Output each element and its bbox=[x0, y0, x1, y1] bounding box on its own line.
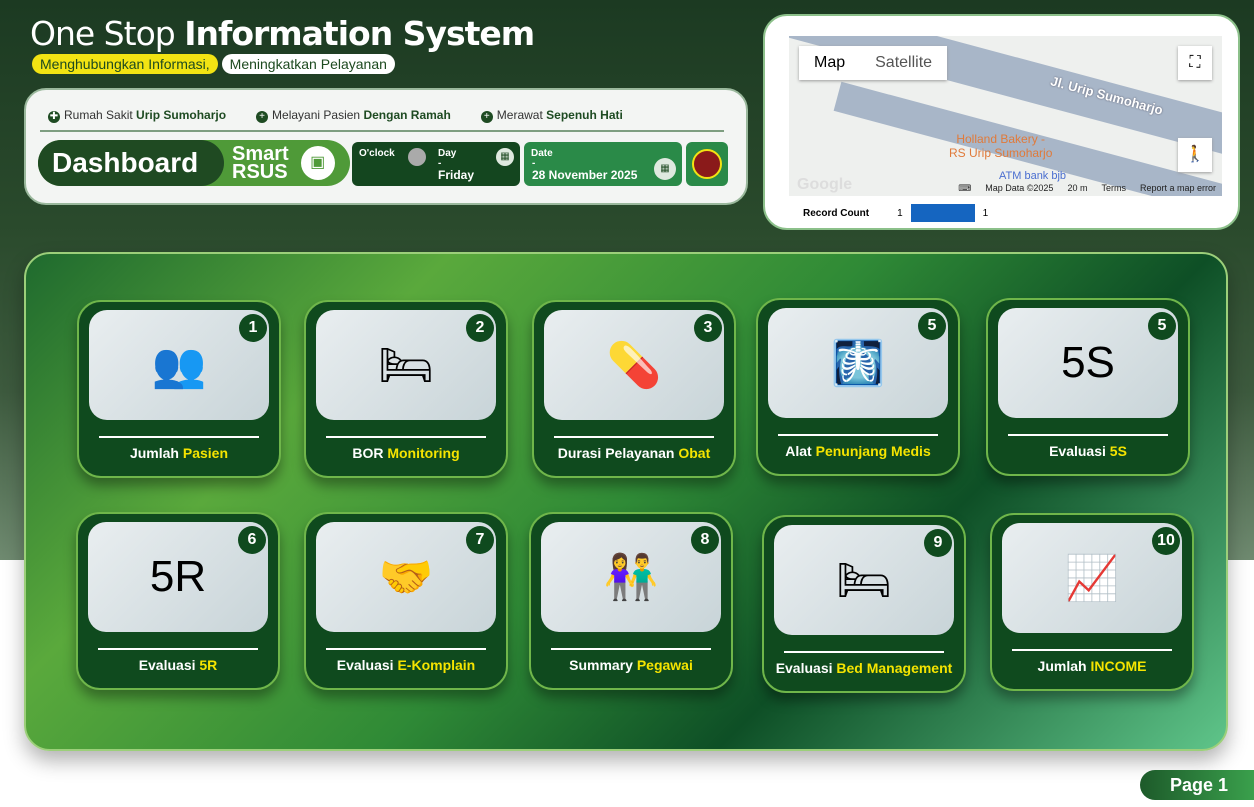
card-divider bbox=[1012, 649, 1172, 651]
card-divider bbox=[1008, 434, 1168, 436]
app-title: One Stop Information System bbox=[30, 14, 535, 53]
plus-icon: + bbox=[480, 111, 493, 123]
card-divider bbox=[326, 648, 486, 650]
calendar-clock-icon: ▦ bbox=[654, 158, 676, 180]
card-label: Evaluasi 5R bbox=[138, 657, 218, 673]
card-number: 9 bbox=[924, 529, 952, 557]
card-number: 3 bbox=[694, 314, 722, 342]
place-atm[interactable]: ATM bank bjb bbox=[999, 170, 1067, 182]
card-label: Evaluasi 5S bbox=[1049, 443, 1127, 459]
clock-label: O'clock bbox=[359, 148, 395, 159]
card-divider bbox=[551, 648, 711, 650]
map-data: Map Data ©2025 bbox=[985, 183, 1054, 193]
divider bbox=[40, 130, 724, 132]
card-label: Alat Penunjang Medis bbox=[785, 443, 931, 459]
card-number: 1 bbox=[239, 314, 267, 342]
card-label: Durasi Pelayanan Obat bbox=[557, 445, 711, 461]
map-card: Jl. Urip Sumoharjo Holland Bakery -RS Ur… bbox=[763, 14, 1240, 230]
calendar-icon: ▦ bbox=[496, 148, 514, 166]
motto-1: ✚Rumah Sakit Urip Sumoharjo bbox=[48, 108, 227, 123]
card-divider bbox=[554, 436, 714, 438]
plus-icon: + bbox=[256, 111, 269, 123]
clock-day-box: O'clock Day - Friday ▦ bbox=[352, 142, 520, 186]
map-footer: ⌨ Map Data ©2025 20 m Terms Report a map err… bbox=[958, 183, 1216, 194]
card-label: Evaluasi Bed Management bbox=[775, 660, 953, 676]
card-label: Jumlah Pasien bbox=[129, 445, 229, 461]
date-value: 28 November 2025 bbox=[532, 168, 638, 182]
dashboard-label: Dashboard bbox=[38, 140, 224, 186]
record-bar bbox=[910, 204, 975, 222]
page-indicator[interactable]: Page 1 bbox=[1140, 770, 1254, 800]
tagline-1: Menghubungkan Informasi, bbox=[32, 54, 218, 74]
card-divider bbox=[99, 436, 259, 438]
record-min: 1 bbox=[897, 207, 903, 219]
day-sep: - bbox=[438, 158, 442, 169]
date-sep: - bbox=[532, 158, 536, 169]
card-number: 10 bbox=[1152, 527, 1180, 555]
date-label: Date bbox=[531, 148, 553, 159]
day-label: Day bbox=[438, 148, 457, 159]
record-max: 1 bbox=[982, 207, 989, 219]
card-label: Jumlah INCOME bbox=[1037, 658, 1147, 674]
card-divider bbox=[778, 434, 938, 436]
google-map[interactable]: Jl. Urip Sumoharjo Holland Bakery -RS Ur… bbox=[789, 36, 1222, 196]
card-divider bbox=[98, 648, 258, 650]
card-divider bbox=[784, 651, 944, 653]
record-count: Record Count 1 1 bbox=[803, 204, 988, 222]
card-divider bbox=[326, 436, 486, 438]
satellite-tab[interactable]: Satellite bbox=[875, 54, 933, 71]
hospital-logo bbox=[686, 142, 728, 186]
date-box: Date - 28 November 2025 ▦ bbox=[524, 142, 682, 186]
card-number: 5 bbox=[918, 312, 946, 340]
motto-2: +Melayani Pasien Dengan Ramah bbox=[256, 108, 451, 123]
keyboard-icon[interactable]: ⌨ bbox=[958, 183, 972, 193]
report-error-link[interactable]: Report a map error bbox=[1139, 183, 1216, 193]
header-panel: ✚Rumah Sakit Urip Sumoharjo +Melayani Pa… bbox=[24, 88, 748, 205]
card-number: 7 bbox=[466, 526, 494, 554]
day-value: Friday bbox=[438, 168, 475, 182]
terms-link[interactable]: Terms bbox=[1101, 183, 1126, 193]
clock-icon bbox=[408, 148, 426, 166]
hospital-logo-icon: ✚ bbox=[48, 111, 60, 123]
card-number: 2 bbox=[466, 314, 494, 342]
google-logo: Google bbox=[797, 176, 853, 193]
monitor-icon: ▣ bbox=[300, 146, 335, 180]
card-illustration: 👥 bbox=[89, 310, 269, 420]
tagline: Menghubungkan Informasi,Meningkatkan Pel… bbox=[32, 54, 395, 74]
place-holland-bakery[interactable]: Holland Bakery -RS Urip Sumoharjo bbox=[949, 132, 1053, 160]
motto-3: +Merawat Sepenuh Hati bbox=[480, 108, 623, 123]
mottos: ✚Rumah Sakit Urip Sumoharjo +Melayani Pa… bbox=[48, 108, 623, 123]
card-label: BOR Monitoring bbox=[352, 445, 460, 461]
scale: 20 m bbox=[1067, 183, 1088, 193]
fullscreen-icon[interactable]: ⛶ bbox=[1178, 46, 1212, 80]
pegman-icon[interactable]: 🚶 bbox=[1178, 138, 1212, 172]
card-label: Evaluasi E-Komplain bbox=[336, 657, 476, 673]
map-type-control: Map Satellite bbox=[799, 46, 948, 80]
map-tab[interactable]: Map bbox=[814, 54, 846, 71]
tagline-2: Meningkatkan Pelayanan bbox=[221, 54, 395, 74]
record-count-label: Record Count bbox=[803, 207, 870, 219]
card-number: 6 bbox=[238, 526, 266, 554]
card-label: Summary Pegawai bbox=[569, 657, 693, 673]
card-number: 5 bbox=[1148, 312, 1176, 340]
card-number: 8 bbox=[691, 526, 719, 554]
